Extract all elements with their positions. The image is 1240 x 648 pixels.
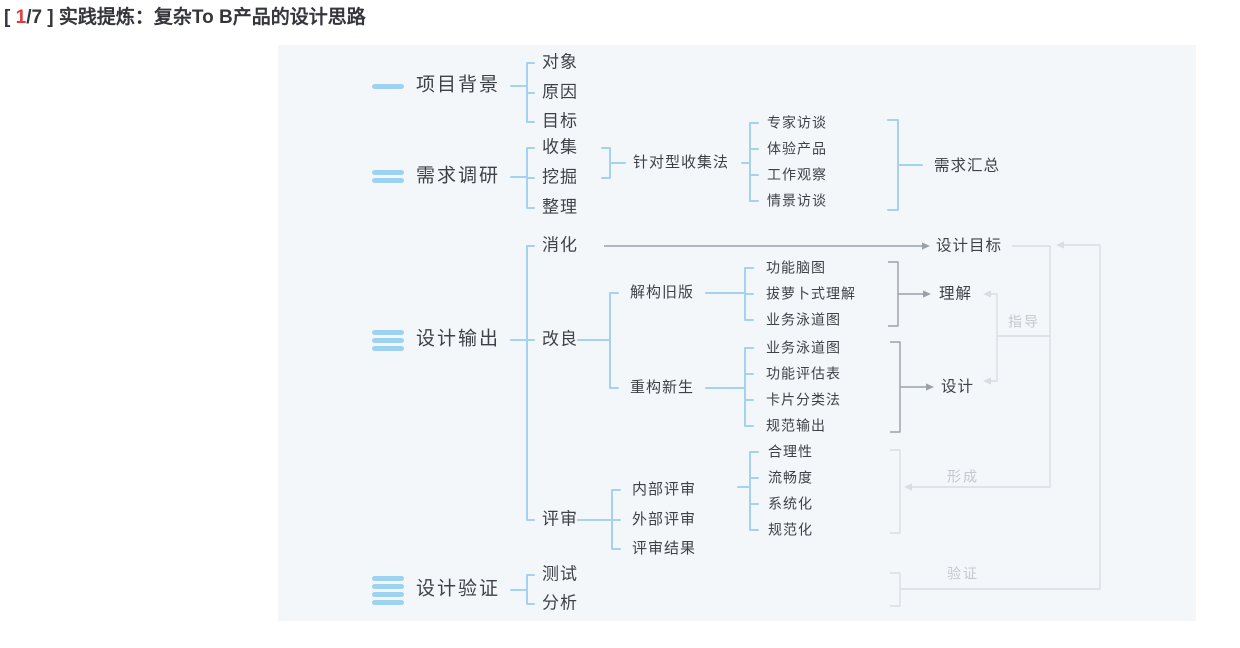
node-reason: 原因 xyxy=(542,82,578,102)
design-output-icon xyxy=(372,330,404,351)
node-business-swimlane: 业务泳道图 xyxy=(766,311,841,328)
node-rebuild-new: 重构新生 xyxy=(630,378,695,396)
title-bracket-open: [ xyxy=(4,7,16,28)
node-fluency: 流畅度 xyxy=(768,469,813,486)
node-object: 对象 xyxy=(542,52,578,72)
node-spec-output: 规范输出 xyxy=(766,417,826,434)
node-deconstruct-old: 解构旧版 xyxy=(630,283,695,301)
node-improve: 改良 xyxy=(542,329,578,349)
node-project-background: 项目背景 xyxy=(416,74,501,96)
node-design-validation: 设计验证 xyxy=(416,578,501,600)
node-systematic: 系统化 xyxy=(768,495,813,512)
node-scenario-interview: 情景访谈 xyxy=(767,192,827,209)
node-design-output: 设计输出 xyxy=(416,328,501,350)
node-analysis: 分析 xyxy=(542,593,578,613)
node-card-sorting: 卡片分类法 xyxy=(766,391,841,408)
title-text: 实践提炼：复杂To B产品的设计思路 xyxy=(58,7,366,28)
node-goal: 目标 xyxy=(542,111,578,131)
diagram-panel xyxy=(278,45,1196,621)
node-experience-product: 体验产品 xyxy=(767,140,827,157)
title-page-number: 1 xyxy=(15,7,27,28)
gray-collector-lines xyxy=(604,245,927,433)
page-title: [ 1/7 ] 实践提炼：复杂To B产品的设计思路 xyxy=(4,6,366,30)
gray-arrowheads xyxy=(922,242,934,391)
node-organize: 整理 xyxy=(542,197,578,217)
node-targeted-collection-method: 针对型收集法 xyxy=(633,153,730,171)
node-test: 测试 xyxy=(542,564,578,584)
node-design: 设计 xyxy=(941,378,975,396)
node-business-swimlane-2: 业务泳道图 xyxy=(766,339,841,356)
title-page-total: /7 ] xyxy=(26,7,59,28)
feedback-loop-lines xyxy=(890,244,1101,607)
node-function-mindmap: 功能脑图 xyxy=(766,259,826,276)
node-standardized: 规范化 xyxy=(768,521,813,538)
node-design-goal: 设计目标 xyxy=(936,237,1003,255)
design-validation-icon xyxy=(372,576,404,605)
node-collect: 收集 xyxy=(542,137,578,157)
node-understand: 理解 xyxy=(939,285,973,303)
node-digest: 消化 xyxy=(542,235,578,255)
node-radish-pull-understanding: 拔萝卜式理解 xyxy=(766,285,856,302)
node-expert-interview: 专家访谈 xyxy=(767,114,827,131)
node-mine: 挖掘 xyxy=(542,167,578,187)
node-function-evaluation: 功能评估表 xyxy=(766,365,841,382)
node-internal-review: 内部评审 xyxy=(632,480,697,498)
project-background-icon xyxy=(372,84,404,89)
node-external-review: 外部评审 xyxy=(632,510,697,528)
node-rationality: 合理性 xyxy=(768,443,813,460)
node-review: 评审 xyxy=(542,509,578,529)
node-requirement-research: 需求调研 xyxy=(416,165,501,187)
node-work-observation: 工作观察 xyxy=(767,166,827,183)
label-form: 形成 xyxy=(947,468,979,485)
label-verify: 验证 xyxy=(947,565,979,582)
feedback-loop-arrowheads xyxy=(904,241,1064,491)
label-guide: 指导 xyxy=(1008,313,1040,330)
node-requirement-summary: 需求汇总 xyxy=(934,157,1001,175)
requirement-research-icon xyxy=(372,170,404,183)
branch-project-background-lines xyxy=(510,62,923,605)
node-review-result: 评审结果 xyxy=(632,539,697,557)
